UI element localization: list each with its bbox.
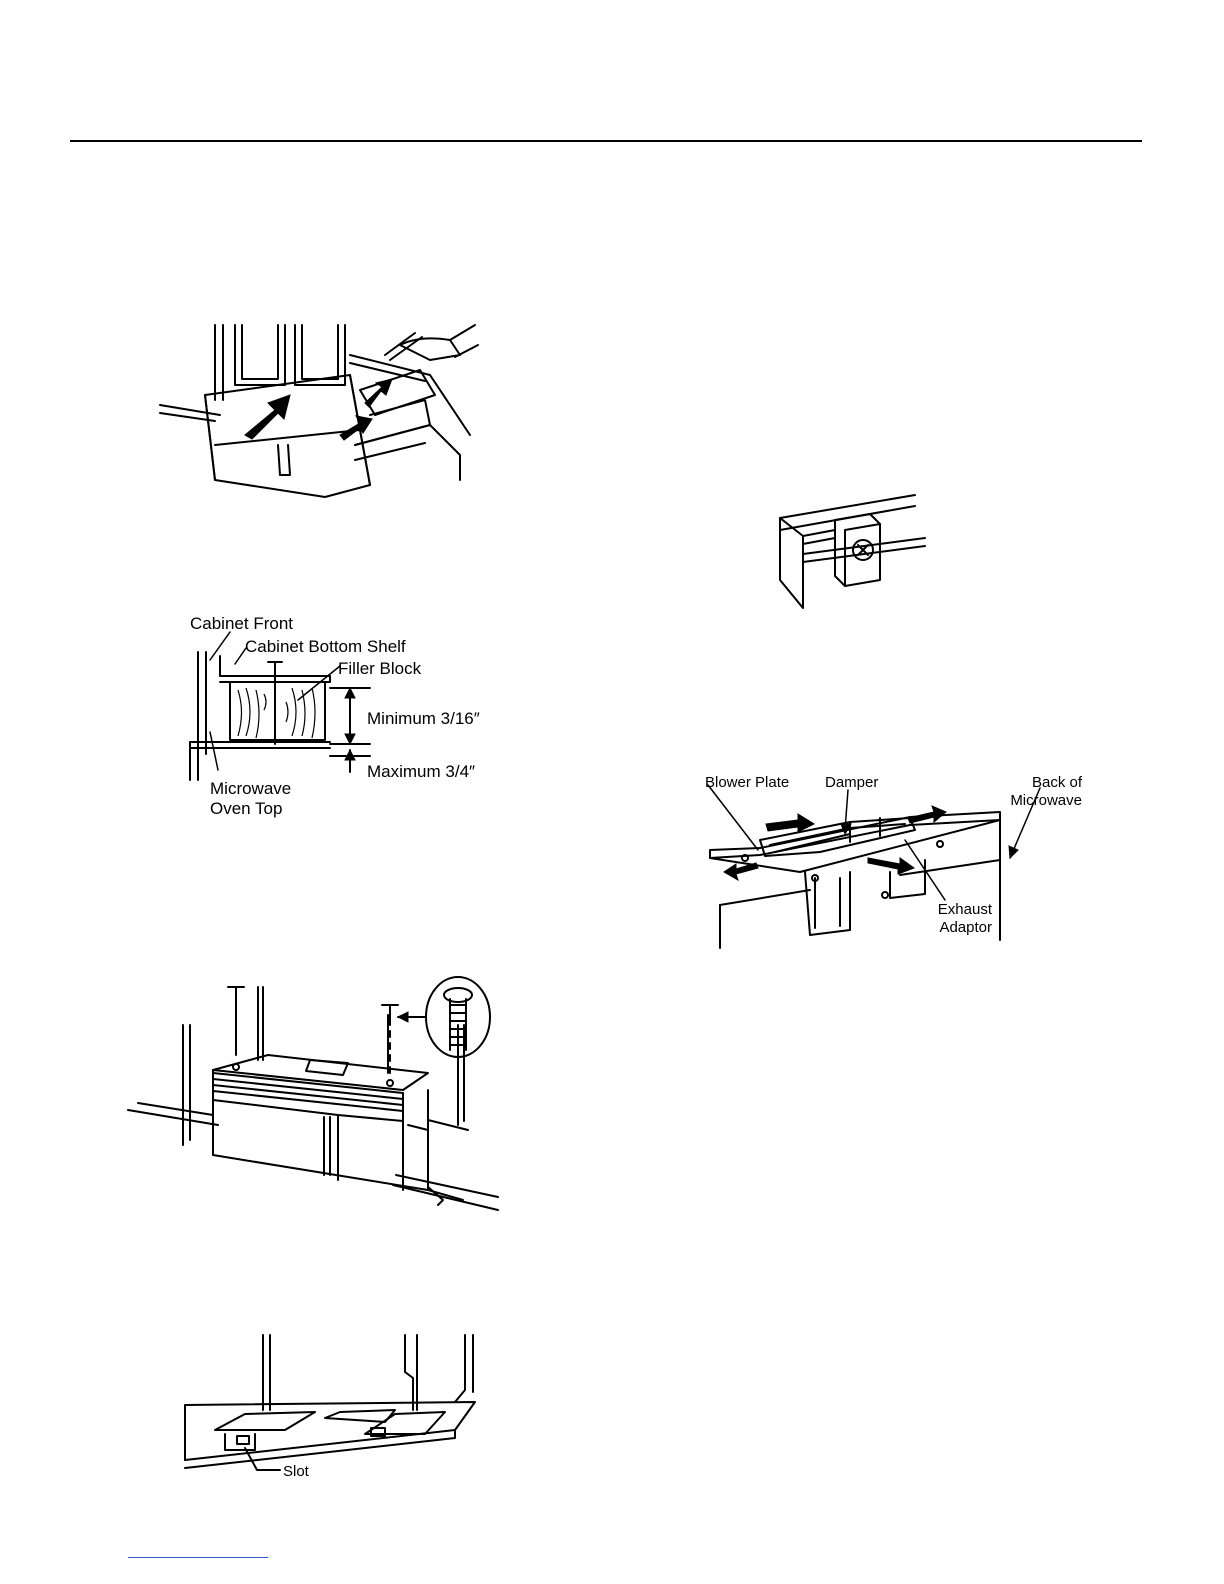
label-adaptor: Adaptor (920, 919, 992, 937)
label-slot: Slot (283, 1463, 309, 1481)
label-damper: Damper (825, 774, 878, 792)
header-rule (70, 140, 1142, 142)
lift-microwave-illustration (160, 315, 480, 500)
label-minimum: Minimum 3/16″ (367, 709, 480, 729)
top-screws-illustration (128, 975, 498, 1215)
label-oven-top: Oven Top (210, 799, 282, 819)
bracket-illustration (775, 490, 925, 610)
label-cabinet-front: Cabinet Front (190, 614, 293, 634)
label-back-of-microwave: Microwave (990, 792, 1082, 810)
label-blower-plate: Blower Plate (705, 774, 789, 792)
label-cabinet-bottom-shelf: Cabinet Bottom Shelf (245, 637, 406, 657)
label-maximum: Maximum 3/4″ (367, 762, 475, 782)
footer-link-underline (128, 1557, 268, 1558)
label-back-of: Back of (1000, 774, 1082, 792)
label-microwave: Microwave (210, 779, 291, 799)
slot-illustration (185, 1330, 495, 1470)
label-exhaust: Exhaust (920, 901, 992, 919)
label-filler-block: Filler Block (338, 659, 421, 679)
